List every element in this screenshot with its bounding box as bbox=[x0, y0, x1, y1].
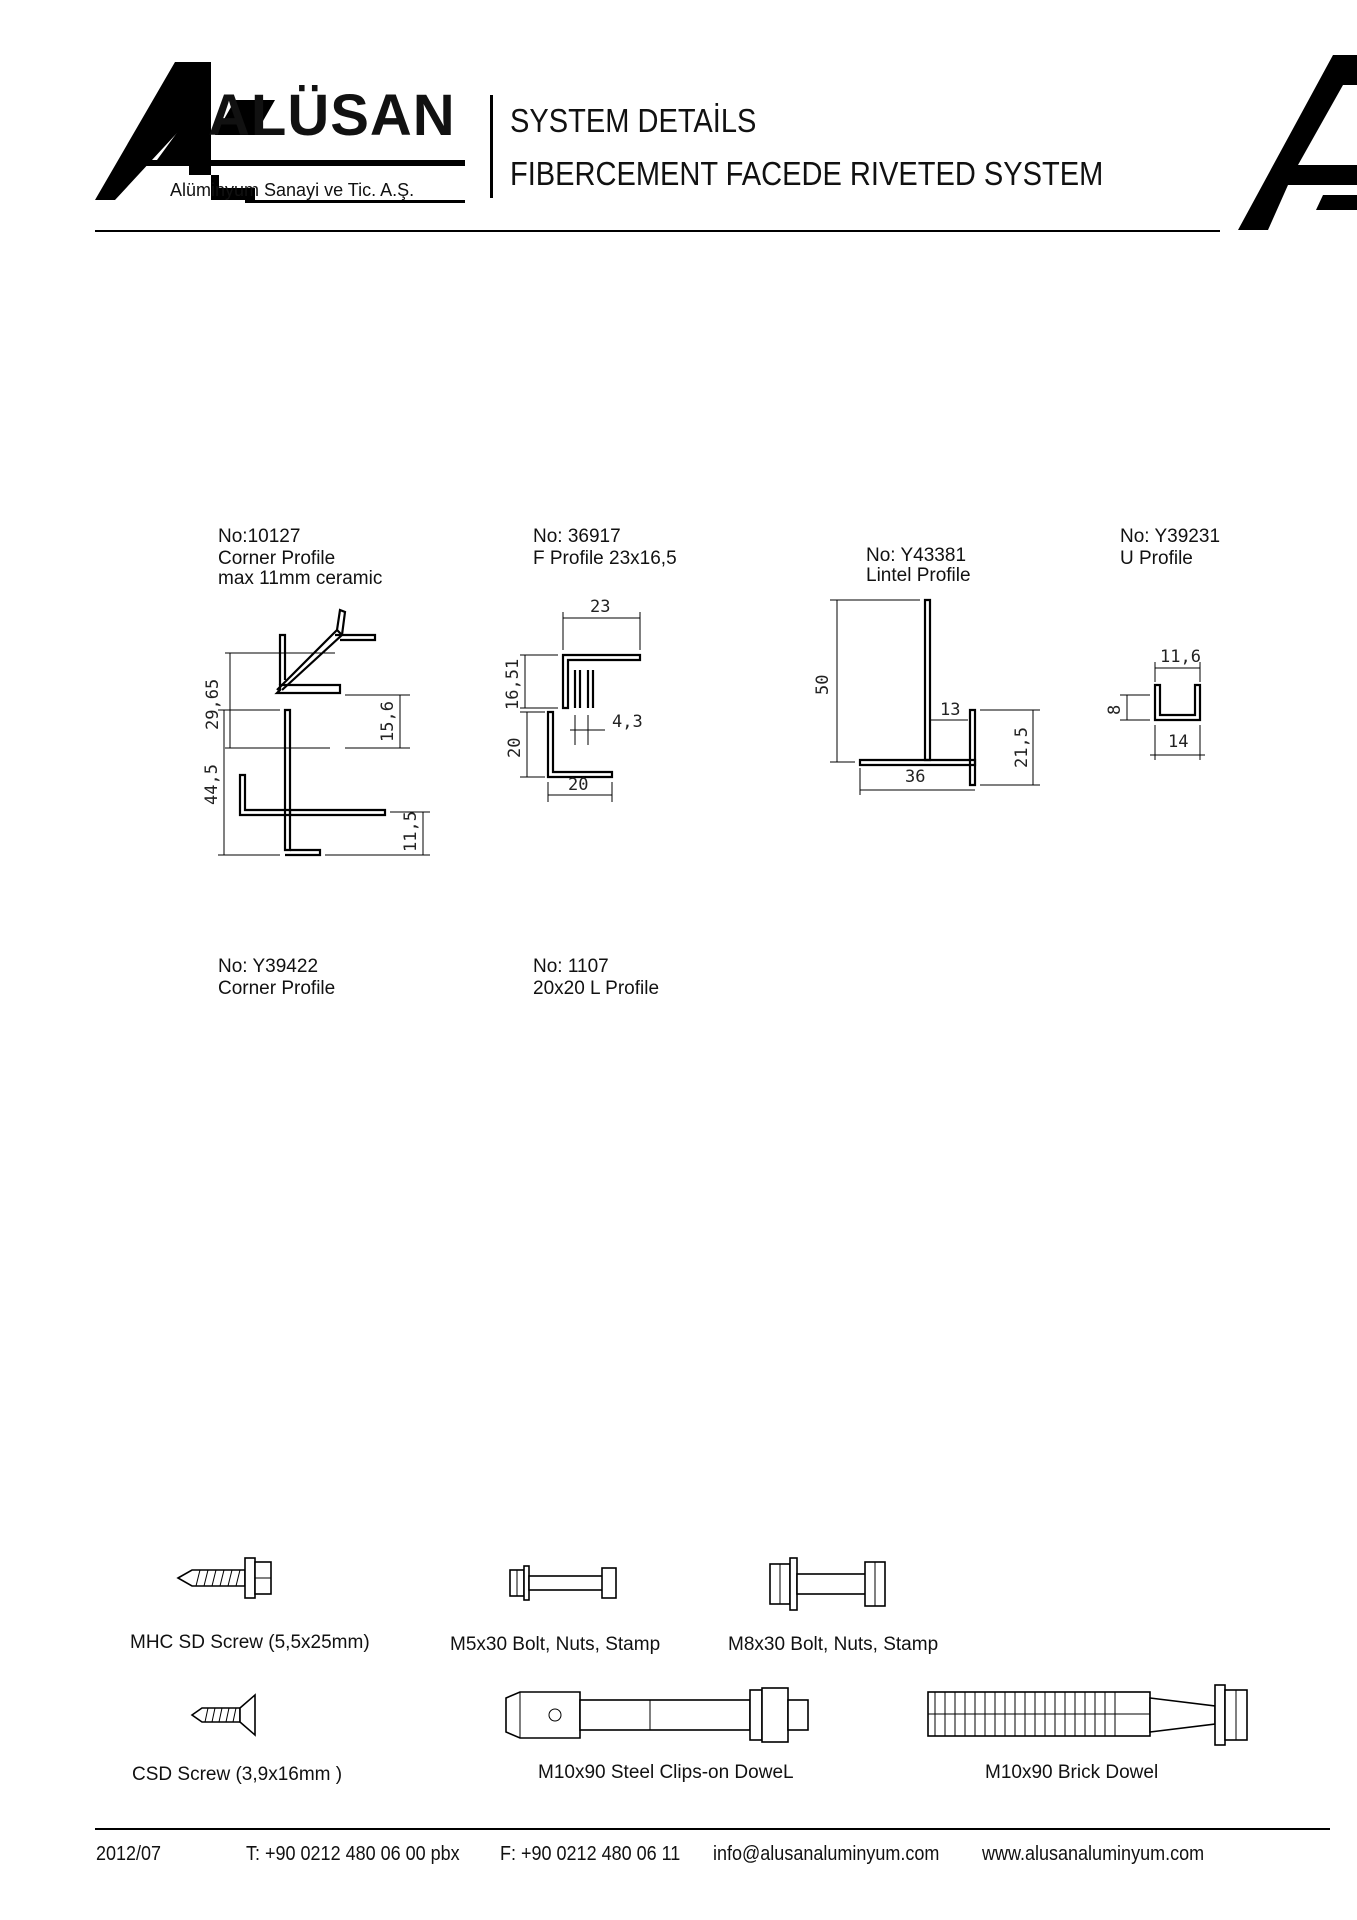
profile-desc: Corner Profile bbox=[218, 548, 336, 569]
drawing-l-profile-1107: 20 20 bbox=[505, 710, 614, 802]
dim-36: 36 bbox=[905, 767, 925, 787]
caption-profile-1107: No: 1107 20x20 L Profile bbox=[533, 956, 659, 1000]
profile-desc: F Profile 23x16,5 bbox=[533, 548, 677, 569]
profile-desc: 20x20 L Profile bbox=[533, 978, 660, 999]
profile-no: No: 36917 bbox=[533, 526, 621, 547]
profile-drawings: 29,65 15,6 23 16,51 4,3 50 13 36 bbox=[202, 597, 1205, 857]
drawing-corner-profile-y39422: 44,5 11,5 bbox=[202, 708, 430, 857]
m8x30-bolt-icon bbox=[769, 1557, 886, 1611]
caption-profile-y43381: No: Y43381 Lintel Profile bbox=[866, 546, 971, 586]
m10x90-steel-dowel-icon bbox=[505, 1687, 809, 1743]
fastener-label-brick-dowel: M10x90 Brick Dowel bbox=[985, 1762, 1159, 1783]
alusan-logo-icon bbox=[95, 62, 465, 203]
caption-profile-y39231: No: Y39231 U Profile bbox=[1120, 526, 1220, 570]
fastener-label-m8: M8x30 Bolt, Nuts, Stamp bbox=[728, 1634, 939, 1655]
caption-profile-y39422: No: Y39422 Corner Profile bbox=[218, 956, 335, 1000]
dim-29-65: 29,65 bbox=[203, 679, 223, 730]
footer-rule bbox=[95, 1828, 1330, 1830]
title-line-2: FIBERCEMENT FACEDE RIVETED SYSTEM bbox=[510, 155, 1104, 192]
caption-profile-10127: No:10127 Corner Profile max 11mm ceramic bbox=[218, 526, 382, 590]
header-rule bbox=[95, 230, 1220, 232]
fastener-label-mhc: MHC SD Screw (5,5x25mm) bbox=[130, 1632, 370, 1653]
profile-desc: Lintel Profile bbox=[866, 565, 971, 586]
brand-name: ALÜSAN bbox=[208, 83, 456, 148]
dim-4-3: 4,3 bbox=[612, 712, 643, 732]
csd-screw-icon bbox=[190, 1693, 256, 1737]
fastener-label-steel-dowel: M10x90 Steel Clips-on DoweL bbox=[538, 1762, 794, 1783]
profile-no: No: Y39231 bbox=[1120, 526, 1221, 547]
footer-phone: T: +90 0212 480 06 00 pbx bbox=[246, 1843, 460, 1865]
dim-13: 13 bbox=[940, 700, 960, 720]
footer-website[interactable]: www.alusanaluminyum.com bbox=[982, 1843, 1205, 1865]
title-line-1: SYSTEM DETAİLS bbox=[510, 102, 757, 139]
dim-50: 50 bbox=[813, 675, 833, 695]
m10x90-brick-dowel-icon bbox=[927, 1684, 1248, 1746]
caption-profile-36917: No: 36917 F Profile 23x16,5 bbox=[533, 526, 677, 570]
fastener-drawings bbox=[176, 1557, 1248, 1746]
profile-no: No: Y43381 bbox=[866, 545, 967, 566]
dim-11-6: 11,6 bbox=[1160, 647, 1201, 667]
header-divider bbox=[490, 95, 493, 198]
dim-20-vertical: 20 bbox=[505, 738, 525, 758]
profile-desc: U Profile bbox=[1120, 548, 1193, 569]
fastener-label-csd: CSD Screw (3,9x16mm ) bbox=[132, 1764, 343, 1785]
footer-fax: F: +90 0212 480 06 11 bbox=[500, 1843, 681, 1865]
profile-no: No: 1107 bbox=[533, 956, 609, 977]
footer-date: 2012/07 bbox=[96, 1843, 162, 1865]
drawing-lintel-profile-y43381: 50 13 36 21,5 bbox=[813, 598, 1040, 795]
profile-desc-2: max 11mm ceramic bbox=[218, 568, 383, 589]
dim-15-6: 15,6 bbox=[378, 701, 398, 742]
profile-desc: Corner Profile bbox=[218, 978, 336, 999]
dim-8: 8 bbox=[1105, 705, 1125, 715]
dim-21-5: 21,5 bbox=[1012, 727, 1032, 768]
fastener-label-m5: M5x30 Bolt, Nuts, Stamp bbox=[450, 1634, 661, 1655]
corner-logo-icon bbox=[1238, 55, 1357, 230]
drawing-u-profile-y39231: 11,6 8 14 bbox=[1105, 647, 1205, 760]
dim-11-5: 11,5 bbox=[401, 811, 421, 852]
drawing-f-profile-36917: 23 16,51 4,3 bbox=[503, 597, 643, 745]
dim-14: 14 bbox=[1168, 732, 1188, 752]
dim-44-5: 44,5 bbox=[202, 764, 222, 805]
dim-20-horizontal: 20 bbox=[568, 775, 588, 795]
mhc-sd-screw-icon bbox=[176, 1557, 272, 1599]
dim-23: 23 bbox=[590, 597, 610, 617]
dim-16-51: 16,51 bbox=[503, 659, 523, 710]
profile-no: No:10127 bbox=[218, 526, 301, 547]
drawing-corner-profile-10127: 29,65 15,6 bbox=[203, 608, 410, 749]
brand-subtitle: Alüminyum Sanayi ve Tic. A.Ş. bbox=[170, 180, 415, 200]
profile-no: No: Y39422 bbox=[218, 956, 319, 977]
m5x30-bolt-icon bbox=[509, 1565, 617, 1601]
footer-email[interactable]: info@alusanaluminyum.com bbox=[713, 1843, 940, 1865]
